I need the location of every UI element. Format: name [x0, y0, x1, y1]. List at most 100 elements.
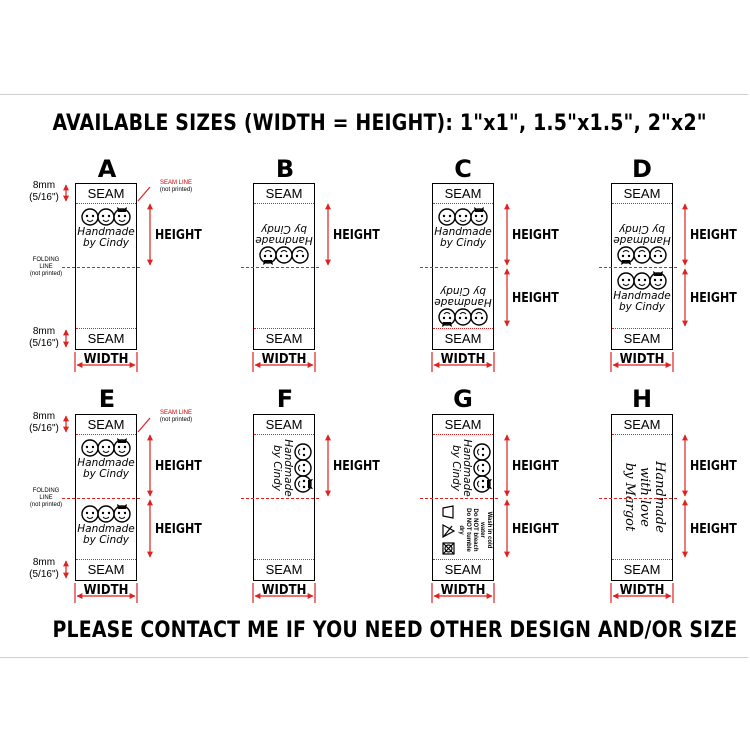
- by-cindy-text: by Cindy: [83, 534, 129, 546]
- seam-text: SEAM: [87, 186, 125, 201]
- seam-line: [254, 559, 314, 560]
- handmade-text: Handmade: [613, 234, 671, 246]
- seam-text: SEAM: [87, 331, 125, 346]
- seam-line: [433, 559, 493, 560]
- baby-faces-icon: [438, 308, 488, 327]
- design-handmade-cindy: Handmade by Cindy: [76, 502, 136, 564]
- seam-text: SEAM: [623, 331, 661, 346]
- design-handmade-cindy-rotated: Handmade by Cindy: [432, 438, 494, 498]
- by-cindy-text: by Cindy: [271, 445, 283, 491]
- seam-line: [254, 203, 314, 204]
- width-label-g: WIDTH: [440, 583, 486, 598]
- folding-line-h: [599, 498, 677, 499]
- height-label-e1: HEIGHT: [155, 459, 202, 474]
- seam-allowance-mm: 8mm: [32, 557, 56, 568]
- seam-text: SEAM: [265, 186, 303, 201]
- design-handmade-cindy-flipped: Handmade by Cindy: [254, 205, 314, 267]
- baby-faces-icon: [617, 246, 667, 265]
- care-symbols-icon: [442, 505, 456, 555]
- folding-line-b: [241, 267, 319, 268]
- width-label-c: WIDTH: [440, 352, 486, 367]
- seam-allowance-in: (5/16"): [29, 569, 59, 580]
- care-wash-text: Wash in cold water: [479, 511, 492, 549]
- seam-allowance-mm: 8mm: [32, 326, 56, 337]
- handmade-text: Handmade: [77, 457, 135, 469]
- seam-text: SEAM: [444, 417, 482, 432]
- seam-line: [76, 434, 136, 435]
- design-letter-g: G: [453, 385, 473, 413]
- by-cindy-text: by Cindy: [619, 223, 665, 235]
- width-label-h: WIDTH: [619, 583, 665, 598]
- seam-allowance-mm: 8mm: [32, 180, 56, 191]
- folding-line-e: [62, 498, 140, 499]
- seam-allowance-in: (5/16"): [29, 423, 59, 434]
- design-letter-d: D: [632, 155, 652, 183]
- height-label-f: HEIGHT: [333, 459, 380, 474]
- baby-faces-icon: [294, 443, 313, 493]
- seam-line: [76, 559, 136, 560]
- seam-allowance-in: (5/16"): [29, 338, 59, 349]
- label-b: SEAM Handmade by Cindy SEAM: [253, 183, 315, 350]
- design-handmade-cindy-flipped: Handmade by Cindy: [433, 267, 493, 329]
- seam-text: SEAM: [87, 417, 125, 432]
- design-handmade-cindy-flipped: Handmade by Cindy: [612, 205, 672, 267]
- seam-text: SEAM: [444, 331, 482, 346]
- seam-text: SEAM: [623, 186, 661, 201]
- seam-line: [612, 203, 672, 204]
- baby-faces-icon: [81, 207, 131, 226]
- height-label-d1: HEIGHT: [690, 228, 737, 243]
- by-margot-text: by Margot: [622, 462, 637, 532]
- handmade-text: Handmade: [77, 523, 135, 535]
- handmade-text: Handmade: [461, 439, 473, 497]
- design-letter-f: F: [276, 385, 294, 413]
- care-dry-text: Do NOT tumble dry: [458, 508, 471, 552]
- seam-line: [433, 434, 493, 435]
- height-label-g1: HEIGHT: [512, 459, 559, 474]
- design-letter-e: E: [98, 385, 116, 413]
- line-label: LINE: [39, 264, 53, 270]
- folding-line-c: [420, 267, 498, 268]
- baby-faces-icon: [81, 438, 131, 457]
- height-label-d2: HEIGHT: [690, 291, 737, 306]
- by-cindy-text: by Cindy: [83, 237, 129, 249]
- height-label-e2: HEIGHT: [155, 522, 202, 537]
- by-cindy-text: by Cindy: [440, 237, 486, 249]
- by-cindy-text: by Cindy: [83, 468, 129, 480]
- not-printed-note: (not printed): [159, 187, 193, 193]
- label-e: SEAM Handmade by Cindy Handmade by Cindy…: [75, 414, 137, 581]
- height-label-c2: HEIGHT: [512, 291, 559, 306]
- baby-faces-icon: [617, 271, 667, 290]
- seam-line: [612, 328, 672, 329]
- label-f: SEAM Handmade by Cindy SEAM: [253, 414, 315, 581]
- seam-text: SEAM: [265, 417, 303, 432]
- design-letter-b: B: [275, 155, 295, 183]
- handmade-text: Handmade: [282, 439, 294, 497]
- seam-text: SEAM: [444, 186, 482, 201]
- height-label-b: HEIGHT: [333, 228, 380, 243]
- label-c: SEAM Handmade by Cindy Handmade by Cindy…: [432, 183, 494, 350]
- handmade-text: Handmade: [255, 234, 313, 246]
- not-printed-note: (not printed): [29, 502, 63, 508]
- seam-line: [433, 328, 493, 329]
- design-letter-a: A: [97, 155, 117, 183]
- care-bleach-text: Do NOT bleach: [472, 508, 478, 552]
- handmade-text: Handmade: [434, 296, 492, 308]
- care-block: Wash in cold water Do NOT bleach Do NOT …: [434, 503, 492, 557]
- seam-text: SEAM: [265, 562, 303, 577]
- seam-text: SEAM: [265, 331, 303, 346]
- design-letter-h: H: [631, 385, 653, 413]
- seam-allowance-in: (5/16"): [29, 192, 59, 203]
- folding-line-g: [420, 498, 498, 499]
- label-a: SEAM Handmade by Cindy SEAM: [75, 183, 137, 350]
- baby-faces-icon: [473, 443, 492, 493]
- not-printed-note: (not printed): [159, 417, 193, 423]
- handmade-text: Handmade: [652, 461, 667, 533]
- seam-line: [433, 203, 493, 204]
- height-label-g2: HEIGHT: [512, 522, 559, 537]
- baby-faces-icon: [259, 246, 309, 265]
- seam-line: [612, 434, 672, 435]
- label-d: SEAM Handmade by Cindy Handmade by Cindy…: [611, 183, 673, 350]
- seam-line: [254, 328, 314, 329]
- design-handmade-margot: Handmade with love by Margot: [619, 432, 667, 562]
- seam-text: SEAM: [87, 562, 125, 577]
